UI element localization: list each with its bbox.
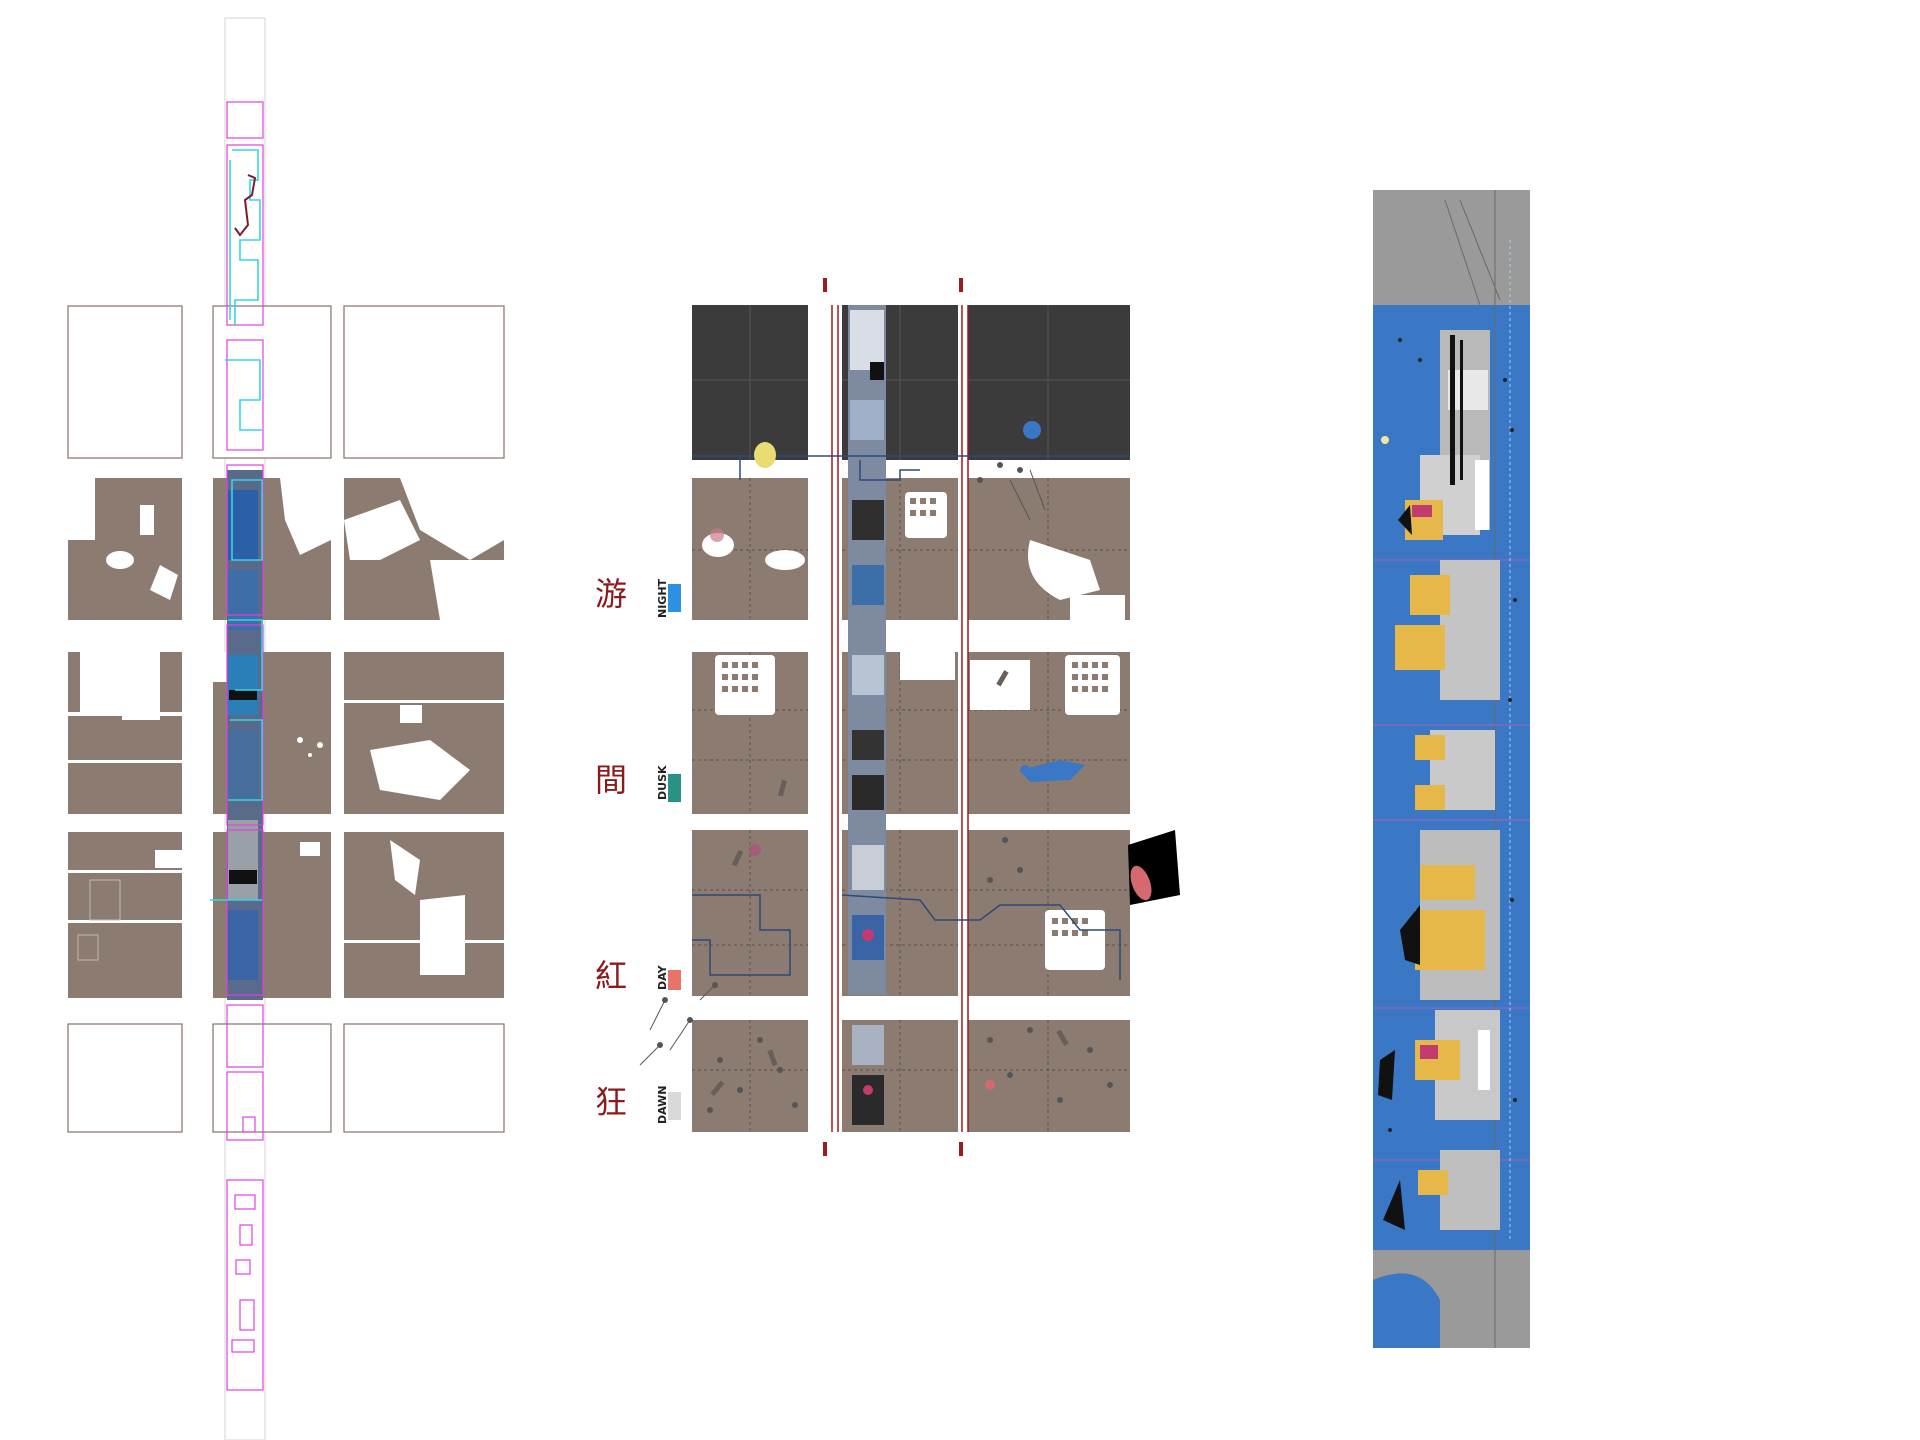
frame-empty — [67, 1023, 183, 1133]
dash-marks — [710, 670, 1069, 1097]
street-lines — [831, 305, 969, 1132]
corridor-collage — [227, 470, 263, 1000]
frame-empty — [212, 1023, 332, 1133]
glyph-hong: 紅 — [595, 957, 628, 995]
scatter-marks — [639, 462, 1113, 1113]
black-overlay-card — [1128, 830, 1180, 905]
night-blue-mark — [1023, 421, 1041, 439]
swatch-dusk — [668, 774, 681, 802]
glyph-kuang: 狂 — [595, 1083, 628, 1121]
frame-empty — [343, 1023, 505, 1133]
frame-empty — [212, 305, 332, 459]
window-dots — [722, 498, 1108, 936]
street-ticks — [823, 278, 963, 1156]
corridor-outline-darkred — [234, 174, 257, 237]
frame-empty — [67, 305, 183, 459]
lantern-mark — [754, 442, 776, 468]
glyph-jian: 間 — [595, 761, 628, 799]
void-shapes — [68, 478, 504, 620]
swatch-day — [668, 970, 681, 990]
swatch-dawn — [668, 1092, 681, 1120]
swatch-night — [668, 584, 681, 612]
glyph-you: 游 — [595, 575, 628, 613]
corridor-outline-pink — [226, 101, 264, 1391]
void-shapes — [68, 652, 504, 800]
dusk-blue-marks — [1020, 760, 1085, 782]
void-shapes — [68, 840, 504, 975]
center-collage — [848, 305, 886, 1125]
corridor-outline-cyan — [210, 149, 263, 901]
night-block — [968, 305, 1130, 460]
frame-empty — [343, 305, 505, 459]
building-voids — [702, 492, 1125, 970]
